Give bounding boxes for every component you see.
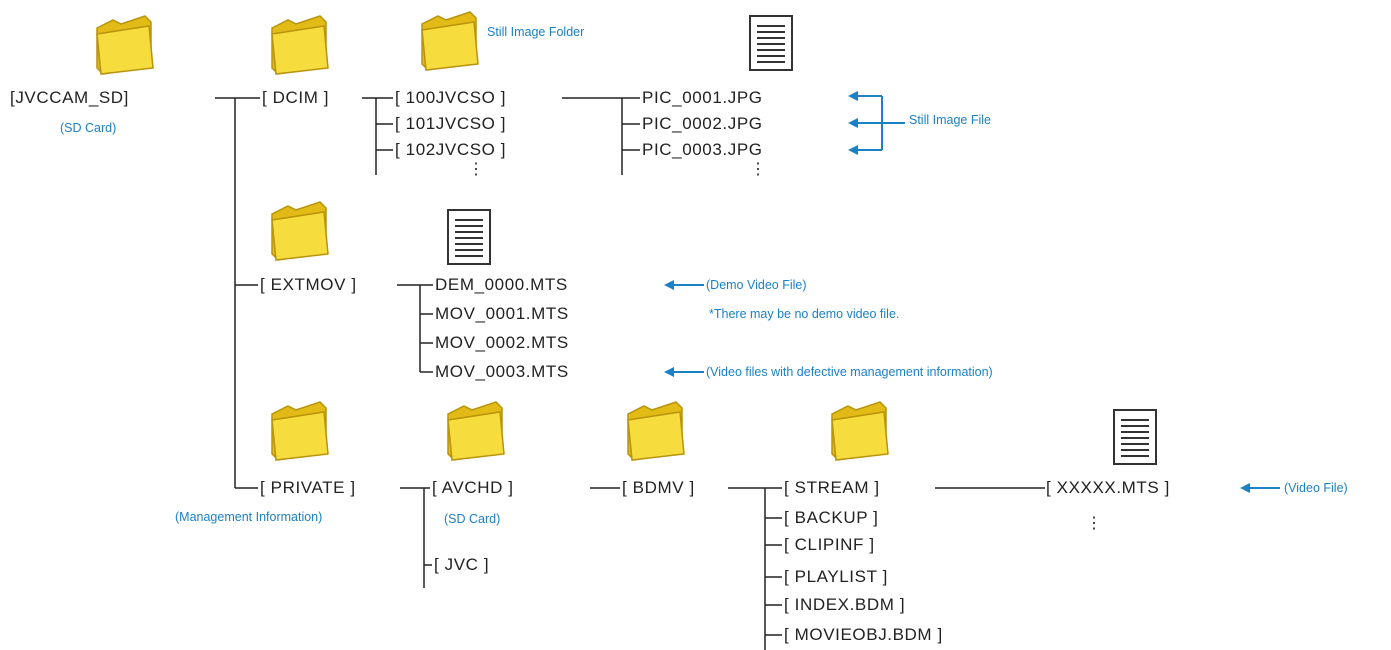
file-icon <box>748 14 794 72</box>
mov-0001-label: MOV_0001.MTS <box>435 304 569 323</box>
root-sd-card-note: (SD Card) <box>60 121 117 135</box>
folder-icon <box>268 400 330 462</box>
defective-video-note: (Video files with defective management i… <box>706 365 993 379</box>
index-bdm-label: [ INDEX.BDM ] <box>784 595 906 614</box>
avchd-folder-label: [ AVCHD ] <box>432 478 514 497</box>
file-icon <box>446 208 492 266</box>
movieobj-bdm-label: [ MOVIEOBJ.BDM ] <box>784 625 943 644</box>
mov-0002-label: MOV_0002.MTS <box>435 333 569 352</box>
folder-icon <box>93 14 155 76</box>
root-folder-label: [JVCCAM_SD] <box>10 88 130 107</box>
folder-icon <box>268 200 330 262</box>
avchd-sd-card-note: (SD Card) <box>444 512 501 526</box>
folder-icon <box>444 400 506 462</box>
playlist-folder-label: [ PLAYLIST ] <box>784 567 888 586</box>
jvc-folder-label: [ JVC ] <box>434 555 490 574</box>
folder-102jvcso-label: [ 102JVCSO ] <box>395 140 507 159</box>
backup-folder-label: [ BACKUP ] <box>784 508 879 527</box>
bdmv-folder-label: [ BDMV ] <box>622 478 695 497</box>
ellipsis: ⋮ <box>750 161 767 178</box>
mov-0003-label: MOV_0003.MTS <box>435 362 569 381</box>
arrow-left-icon <box>1240 483 1280 493</box>
folder-icon <box>624 400 686 462</box>
management-information-note: (Management Information) <box>175 510 323 524</box>
video-file-note: (Video File) <box>1284 481 1348 495</box>
folder-100jvcso-label: [ 100JVCSO ] <box>395 88 507 107</box>
pic-0003-label: PIC_0003.JPG <box>642 140 763 159</box>
folder-icon <box>828 400 890 462</box>
still-image-file-note: Still Image File <box>909 113 991 127</box>
dem-0000-label: DEM_0000.MTS <box>435 275 568 294</box>
folder-101jvcso-label: [ 101JVCSO ] <box>395 114 507 133</box>
still-image-folder-note: Still Image Folder <box>487 25 585 39</box>
pic-0001-label: PIC_0001.JPG <box>642 88 763 107</box>
arrow-left-icon <box>664 280 704 290</box>
file-icon <box>1112 408 1158 466</box>
clipinf-folder-label: [ CLIPINF ] <box>784 535 875 554</box>
arrow-left-icon <box>664 367 704 377</box>
demo-video-footnote: *There may be no demo video file. <box>709 307 900 321</box>
ellipsis: ⋮ <box>1086 515 1103 532</box>
folder-icon <box>418 10 480 72</box>
folder-icon <box>268 14 330 76</box>
stream-file-label: [ XXXXX.MTS ] <box>1046 478 1170 497</box>
private-folder-label: [ PRIVATE ] <box>260 478 356 497</box>
extmov-folder-label: [ EXTMOV ] <box>260 275 357 294</box>
demo-video-note: (Demo Video File) <box>706 278 807 292</box>
pic-0002-label: PIC_0002.JPG <box>642 114 763 133</box>
stream-folder-label: [ STREAM ] <box>784 478 880 497</box>
ellipsis: ⋮ <box>468 161 485 178</box>
dcim-folder-label: [ DCIM ] <box>262 88 330 107</box>
